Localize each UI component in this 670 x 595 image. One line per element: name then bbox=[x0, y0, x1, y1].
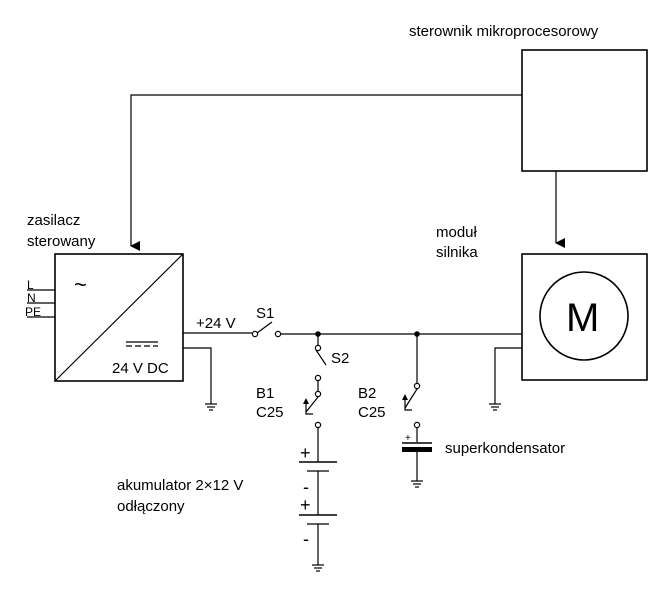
battery-label-line1: akumulator 2×12 V bbox=[117, 477, 243, 494]
input-L-label: L bbox=[27, 278, 34, 292]
controller-to-psu-wire bbox=[130, 94, 522, 251]
motor-ground-wire bbox=[494, 347, 522, 404]
battery-label-line2: odłączony bbox=[117, 498, 185, 515]
supercapacitor-plus: + bbox=[405, 433, 411, 444]
battery-ground-symbol bbox=[312, 564, 324, 572]
input-N-label: N bbox=[27, 291, 36, 305]
switch-s1 bbox=[251, 321, 282, 338]
breaker-b1 bbox=[303, 390, 322, 429]
battery-minus-1: - bbox=[303, 477, 309, 497]
controller-box bbox=[521, 49, 648, 172]
bus-voltage-label: +24 V bbox=[196, 315, 236, 332]
switch-s2-label: S2 bbox=[331, 350, 349, 367]
power-supply-dc-label: 24 V DC bbox=[112, 360, 169, 377]
battery-cell-1 bbox=[299, 461, 337, 472]
motor-symbol: M bbox=[566, 296, 599, 340]
switch-s2 bbox=[314, 344, 327, 382]
battery-minus-2: - bbox=[303, 529, 309, 549]
controller-label: sterownik mikroprocesorowy bbox=[409, 23, 599, 40]
battery-cell-2 bbox=[299, 514, 337, 525]
supercapacitor-symbol bbox=[402, 442, 432, 452]
breaker-b1-label-line1: B1 bbox=[256, 385, 274, 402]
switch-s1-label: S1 bbox=[256, 305, 274, 322]
supercap-ground-symbol bbox=[411, 480, 423, 488]
input-PE-label: PE bbox=[25, 305, 41, 319]
power-supply-label-line1: zasilacz bbox=[27, 212, 80, 229]
breaker-b2-label-line2: C25 bbox=[358, 404, 386, 421]
psu-ground-symbol bbox=[205, 403, 217, 411]
psu-ground-wire bbox=[183, 347, 212, 404]
battery-plus-1: + bbox=[300, 443, 311, 463]
motor-module-box bbox=[521, 253, 648, 381]
supercapacitor-label: superkondensator bbox=[445, 440, 565, 457]
motor-ground-symbol bbox=[489, 403, 501, 411]
power-supply-ac-symbol: ~ bbox=[74, 272, 87, 297]
breaker-b1-label-line2: C25 bbox=[256, 404, 284, 421]
breaker-b2-label-line1: B2 bbox=[358, 385, 376, 402]
breaker-b2 bbox=[402, 382, 421, 429]
motor-module-label-line2: silnika bbox=[436, 244, 478, 261]
battery-plus-2: + bbox=[300, 495, 311, 515]
power-supply-label-line2: sterowany bbox=[27, 233, 96, 250]
power-supply-diagonal bbox=[54, 253, 184, 382]
motor-circle bbox=[539, 271, 629, 361]
motor-module-label-line1: moduł bbox=[436, 224, 478, 241]
